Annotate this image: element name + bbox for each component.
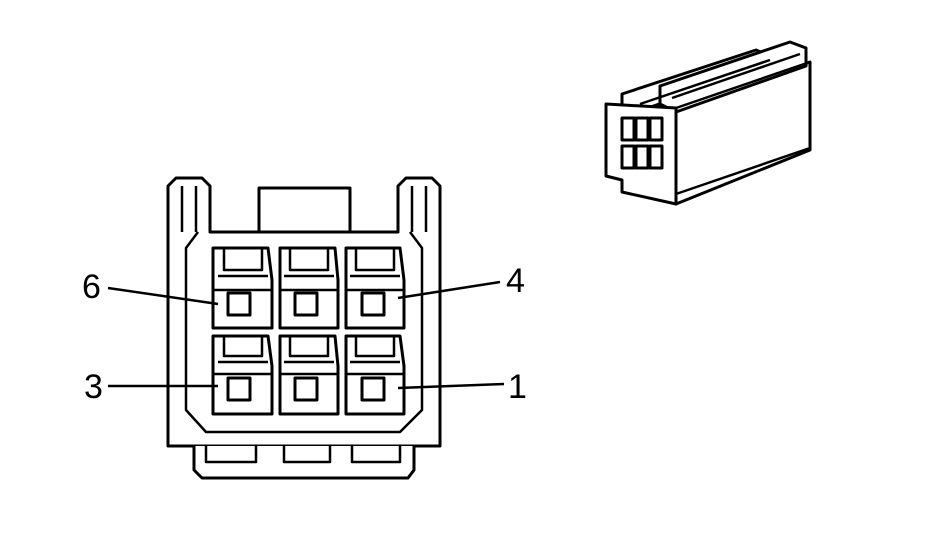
leader-pin-4 [397, 280, 501, 300]
pin-label-3: 3 [84, 368, 103, 406]
cavity-6 [211, 246, 274, 330]
cavity-5 [278, 246, 340, 330]
connector-housing-inner [184, 231, 424, 434]
pin-label-1: 1 [508, 368, 527, 406]
cavity-4 [344, 246, 406, 330]
pin-label-6: 6 [82, 268, 101, 306]
cavity-3 [211, 334, 274, 416]
leader-pin-6 [107, 286, 219, 306]
leader-pin-1 [397, 382, 505, 390]
connector-face-view [166, 176, 442, 480]
pin-label-4: 4 [506, 262, 525, 300]
top-lock-tab [257, 186, 352, 238]
cavity-2 [278, 334, 340, 416]
connector-isometric-view [604, 40, 812, 206]
cavity-1 [344, 334, 406, 416]
